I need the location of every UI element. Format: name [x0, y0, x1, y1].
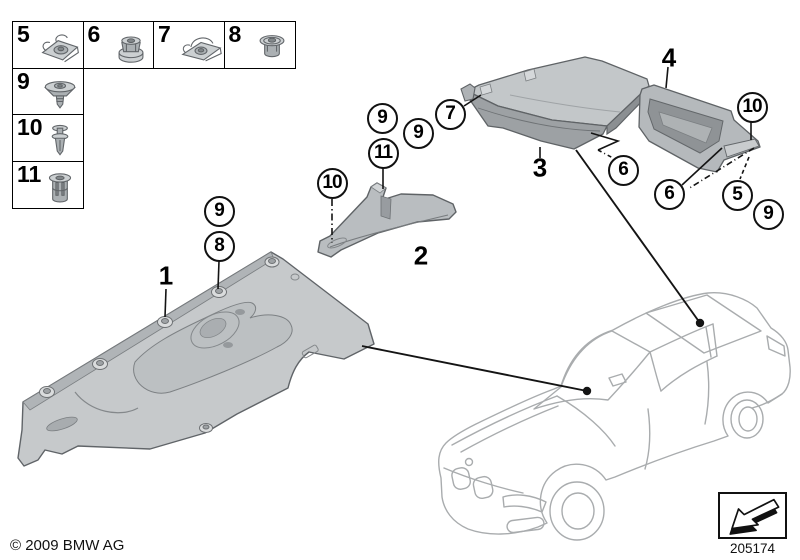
callout-11[interactable]: 11 — [367, 137, 399, 169]
callout-6[interactable]: 6 — [653, 178, 685, 210]
callout-7[interactable]: 7 — [434, 98, 466, 130]
direction-arrow-icon — [729, 498, 780, 535]
blind-grommet-icon — [259, 35, 284, 58]
legend-cell-number: 5 — [17, 21, 30, 47]
leader-lines — [164, 66, 755, 396]
callout-9[interactable]: 9 — [203, 195, 235, 227]
part-label-3[interactable]: 3 — [532, 152, 548, 183]
part-label-4[interactable]: 4 — [661, 42, 677, 73]
callout-8[interactable]: 8 — [203, 230, 235, 262]
expansion-nut-icon — [48, 172, 72, 202]
callout-9[interactable]: 9 — [402, 117, 434, 149]
legend-cell-9[interactable]: 9 — [12, 67, 84, 116]
legend-cell-number: 7 — [158, 21, 171, 47]
legend-cell-number: 8 — [228, 21, 242, 47]
flange-nut-icon — [118, 36, 143, 63]
legend-cell-number: 11 — [17, 160, 42, 187]
legend-cell-number: 6 — [87, 21, 101, 47]
callout-9[interactable]: 9 — [752, 198, 784, 230]
legend-cell-7[interactable]: 7 — [153, 21, 225, 69]
callout-10[interactable]: 10 — [736, 91, 768, 123]
legend-cell-6[interactable]: 6 — [82, 21, 155, 69]
push-rivet-icon — [44, 80, 76, 109]
part-label-2[interactable]: 2 — [413, 240, 429, 271]
callout-6[interactable]: 6 — [607, 154, 639, 186]
part-3-rear-panel[interactable] — [460, 56, 650, 150]
part-1-underfloor-panel[interactable] — [17, 251, 375, 467]
callout-10[interactable]: 10 — [316, 167, 348, 199]
part-label-1[interactable]: 1 — [158, 260, 174, 291]
doc-reference-box[interactable] — [718, 492, 787, 539]
callout-9[interactable]: 9 — [366, 102, 398, 134]
cage-nut-icon — [41, 34, 79, 63]
legend-cell-11[interactable]: 11 — [12, 160, 84, 209]
legend-cell-8[interactable]: 8 — [223, 21, 296, 69]
car-outline-sketch — [438, 292, 791, 541]
expansion-rivet-icon — [51, 124, 69, 156]
legend-cell-5[interactable]: 5 — [12, 21, 84, 69]
copyright-text: © 2009 BMW AG — [10, 537, 125, 554]
callout-5[interactable]: 5 — [721, 179, 753, 211]
doc-number: 205174 — [729, 541, 776, 556]
part-4-tray[interactable] — [638, 84, 761, 173]
legend-cell-number: 10 — [17, 114, 43, 140]
legend-cell-10[interactable]: 10 — [12, 114, 84, 162]
speed-nut-icon — [181, 37, 222, 62]
part-2-bracket[interactable] — [317, 182, 457, 258]
legend-cell-number: 9 — [17, 67, 30, 94]
